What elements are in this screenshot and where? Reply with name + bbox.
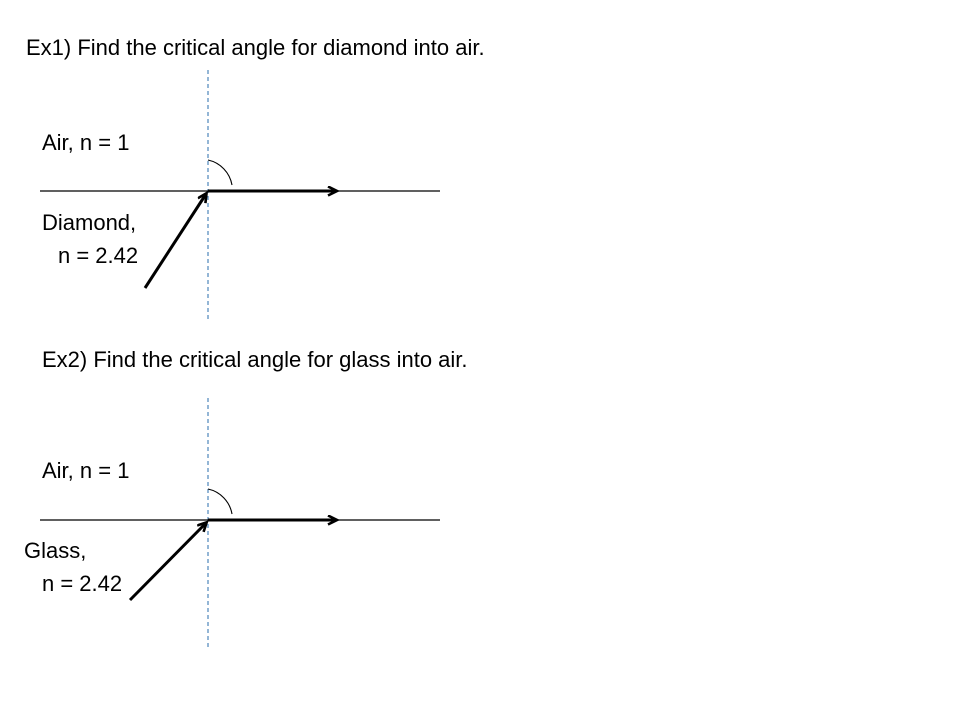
angle-arc-ex1 — [207, 159, 233, 186]
diagram-ex2 — [40, 398, 440, 650]
ex2-glass-index: n = 2.42 — [42, 571, 123, 596]
ex1-diamond-index: n = 2.42 — [58, 243, 139, 268]
ex1-diamond-label: Diamond, — [42, 210, 137, 235]
angle-arc-ex2 — [207, 488, 233, 515]
incident-ray-ex1 — [143, 194, 206, 289]
ex1-air-label: Air, n = 1 — [42, 130, 130, 155]
ex2-question: Ex2) Find the critical angle for glass i… — [42, 347, 468, 372]
ex2-air-label: Air, n = 1 — [42, 458, 130, 483]
diagram-ex1 — [40, 70, 440, 320]
ex1-question: Ex1) Find the critical angle for diamond… — [26, 35, 485, 60]
ex2-glass-label: Glass, — [24, 538, 87, 563]
incident-ray-ex2 — [128, 523, 206, 602]
